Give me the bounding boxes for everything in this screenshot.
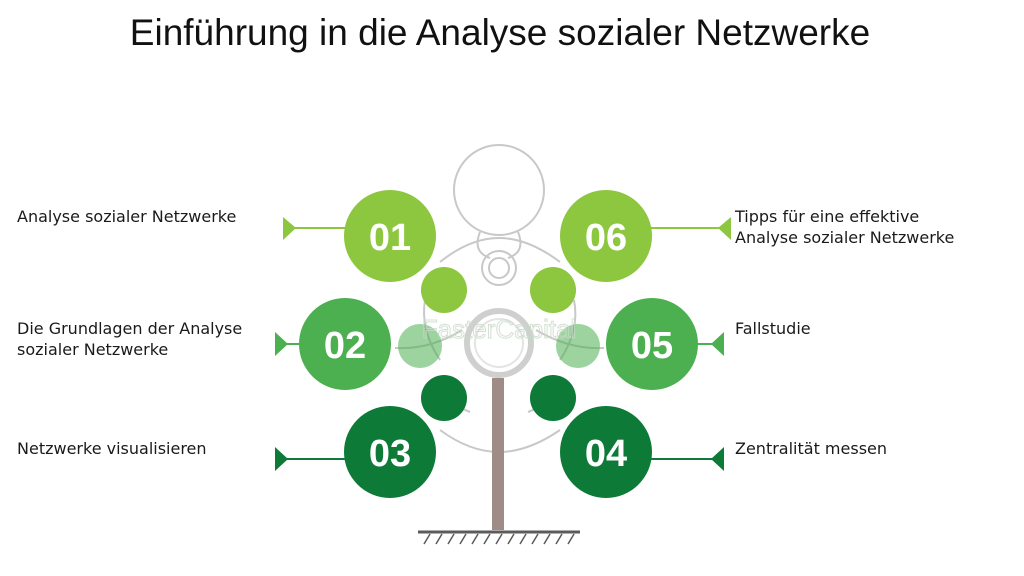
leaf-05-number: 05 bbox=[631, 325, 673, 367]
leaf-02-circle bbox=[299, 298, 391, 390]
small-ring-outline bbox=[481, 250, 517, 286]
small-leaf-03 bbox=[421, 375, 467, 421]
small-leaf-04 bbox=[530, 375, 576, 421]
trunk bbox=[492, 378, 504, 530]
label-05-line-1: Fallstudie bbox=[735, 319, 811, 338]
label-03: Netzwerke visualisieren bbox=[17, 438, 207, 459]
label-04-line-1: Zentralität messen bbox=[735, 439, 888, 458]
upper-arc bbox=[439, 236, 561, 263]
label-02: Die Grundlagen der Analyse sozialer Netz… bbox=[17, 318, 242, 360]
label-04: Zentralität messen bbox=[735, 438, 887, 459]
leaf-05-circle bbox=[606, 298, 698, 390]
leaf-03: 03 bbox=[344, 406, 436, 498]
watermark: FasterCapital bbox=[422, 314, 577, 344]
connector-02-arrow bbox=[275, 332, 288, 356]
connectors bbox=[275, 217, 731, 471]
leaf-06-circle bbox=[560, 190, 652, 282]
label-02-line-2: sozialer Netzwerke bbox=[17, 340, 169, 359]
connector-06-arrow bbox=[718, 217, 731, 240]
label-01-line-1: Analyse sozialer Netzwerke bbox=[17, 207, 237, 226]
leaf-04-number: 04 bbox=[585, 433, 627, 475]
connector-03-arrow bbox=[275, 447, 288, 471]
connector-04-arrow bbox=[711, 447, 724, 471]
leaf-04: 04 bbox=[560, 406, 652, 498]
small-ring-inner bbox=[488, 257, 510, 279]
leaf-03-circle bbox=[344, 406, 436, 498]
small-leaf-05 bbox=[556, 324, 600, 368]
leaf-02-number: 02 bbox=[324, 325, 366, 367]
ground-hatching bbox=[423, 533, 575, 545]
center-ring bbox=[464, 308, 534, 378]
label-05: Fallstudie bbox=[735, 318, 811, 339]
label-01: Analyse sozialer Netzwerke bbox=[17, 206, 236, 227]
leaf-01-circle bbox=[344, 190, 436, 282]
label-02-line-1: Die Grundlagen der Analyse bbox=[17, 319, 243, 338]
leaf-05: 05 bbox=[606, 298, 698, 390]
leaf-01: 01 bbox=[344, 190, 436, 282]
connector-05-arrow bbox=[711, 332, 724, 356]
leaf-02: 02 bbox=[299, 298, 391, 390]
label-03-line-1: Netzwerke visualisieren bbox=[17, 439, 207, 458]
small-leaves bbox=[398, 267, 600, 421]
label-06-line-2: Analyse sozialer Netzwerke bbox=[735, 228, 955, 247]
label-06: Tipps für eine effektive Analyse soziale… bbox=[735, 206, 954, 248]
leaf-06: 06 bbox=[560, 190, 652, 282]
small-leaf-01 bbox=[421, 267, 467, 313]
leaf-06-number: 06 bbox=[585, 217, 627, 259]
page-title: Einführung in die Analyse sozialer Netzw… bbox=[129, 12, 871, 53]
leaf-03-number: 03 bbox=[369, 433, 411, 475]
center-ring-inner bbox=[474, 318, 524, 368]
leaf-01-number: 01 bbox=[369, 217, 411, 259]
label-06-line-1: Tipps für eine effektive bbox=[735, 207, 920, 226]
small-leaf-02 bbox=[398, 324, 442, 368]
small-leaf-06 bbox=[530, 267, 576, 313]
leaf-04-circle bbox=[560, 406, 652, 498]
top-bulb-outline bbox=[453, 144, 545, 236]
connector-01-arrow bbox=[283, 217, 296, 240]
